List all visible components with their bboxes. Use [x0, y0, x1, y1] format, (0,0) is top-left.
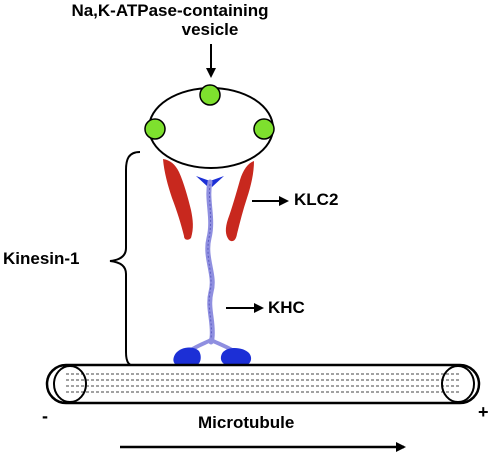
na-k-atpase-pump [144, 118, 166, 140]
klc2-label: KLC2 [294, 190, 339, 209]
khc-stalk [205, 179, 215, 345]
microtubule-label: Microtubule [198, 413, 295, 432]
khc-stalk-detail [207, 183, 212, 339]
microtubule [45, 363, 481, 405]
khc-neck-linker [209, 338, 234, 352]
plus-end-label: + [478, 402, 489, 422]
microtubule-minus-end [53, 365, 87, 403]
na-k-atpase-pump [253, 118, 275, 140]
klc2-light-chain-left [163, 159, 193, 240]
khc-tail-domain [196, 176, 210, 187]
kinesin-label: Kinesin-1 [3, 249, 80, 268]
kinesin-brace [109, 151, 141, 368]
vesicle-title-line1: Na,K-ATPase-containing [71, 1, 269, 20]
na-k-atpase-pump [199, 84, 221, 106]
klc2-light-chain-right [225, 161, 254, 242]
khc-motor-head-right [220, 347, 252, 368]
minus-end-label: - [42, 406, 48, 426]
khc-motor-head-left [173, 347, 201, 367]
vesicle-title-line2: vesicle [181, 20, 239, 39]
khc-label: KHC [268, 298, 305, 317]
microtubule-plus-end [441, 365, 475, 403]
khc-tail-domain [210, 176, 224, 187]
